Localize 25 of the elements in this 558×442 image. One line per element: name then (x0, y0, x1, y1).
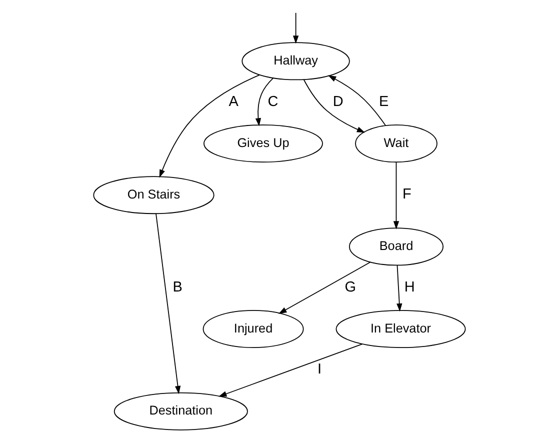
arrow (218, 344, 362, 397)
arrow (396, 264, 402, 312)
node-ellipse: Hallway (241, 42, 350, 80)
edge-label: I (317, 362, 322, 378)
node-ellipse: Gives Up (203, 124, 322, 163)
node-ellipse: Injured (202, 310, 304, 348)
edge-label: B (172, 279, 182, 296)
node-ellipse: Board (348, 228, 443, 266)
edge-label: C (267, 94, 278, 110)
arrow (254, 78, 274, 126)
edge-label: G (344, 279, 356, 296)
arrow (158, 74, 260, 178)
edge-label: D (332, 94, 343, 110)
edge-label: A (228, 94, 238, 110)
arrow (278, 262, 370, 314)
arrow (327, 75, 386, 126)
edge-label: H (404, 279, 414, 296)
node-ellipse: On Stairs (92, 176, 214, 214)
arrow (292, 12, 298, 44)
edge-label: F (402, 186, 411, 203)
arrow (155, 213, 180, 394)
edge-label: E (378, 94, 388, 110)
arrow (392, 162, 399, 230)
arrow (302, 79, 365, 133)
node-ellipse: In Elevator (335, 310, 466, 348)
